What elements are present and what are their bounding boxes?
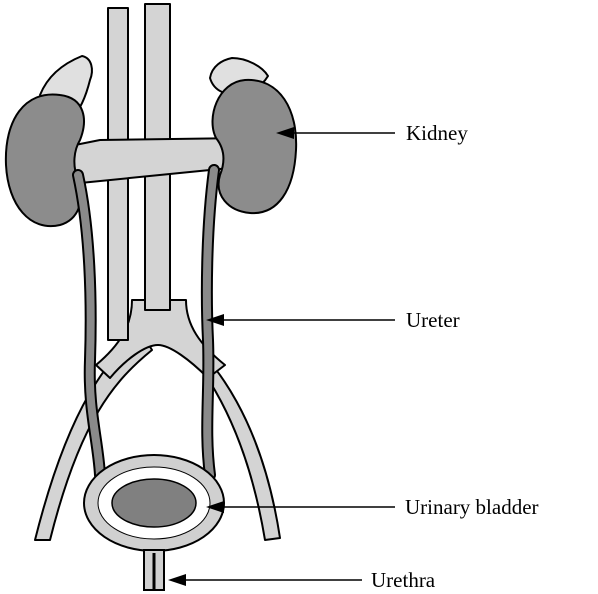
ureter-label: Ureter (406, 308, 460, 332)
kidney-pointer (276, 127, 395, 139)
bladder-lumen (111, 478, 197, 528)
vessel-bifurcation (95, 299, 226, 379)
right-kidney (211, 78, 298, 215)
kidney-label: Kidney (406, 121, 468, 145)
urinary-bladder-label: Urinary bladder (405, 495, 539, 519)
urethra-label: Urethra (371, 568, 436, 592)
ureter-pointer (206, 314, 395, 326)
urethra-pointer (168, 574, 362, 586)
right-ureter (202, 166, 218, 479)
left-ureter (74, 171, 104, 479)
urinary-bladder-pointer (206, 501, 395, 513)
left-kidney (4, 93, 85, 228)
